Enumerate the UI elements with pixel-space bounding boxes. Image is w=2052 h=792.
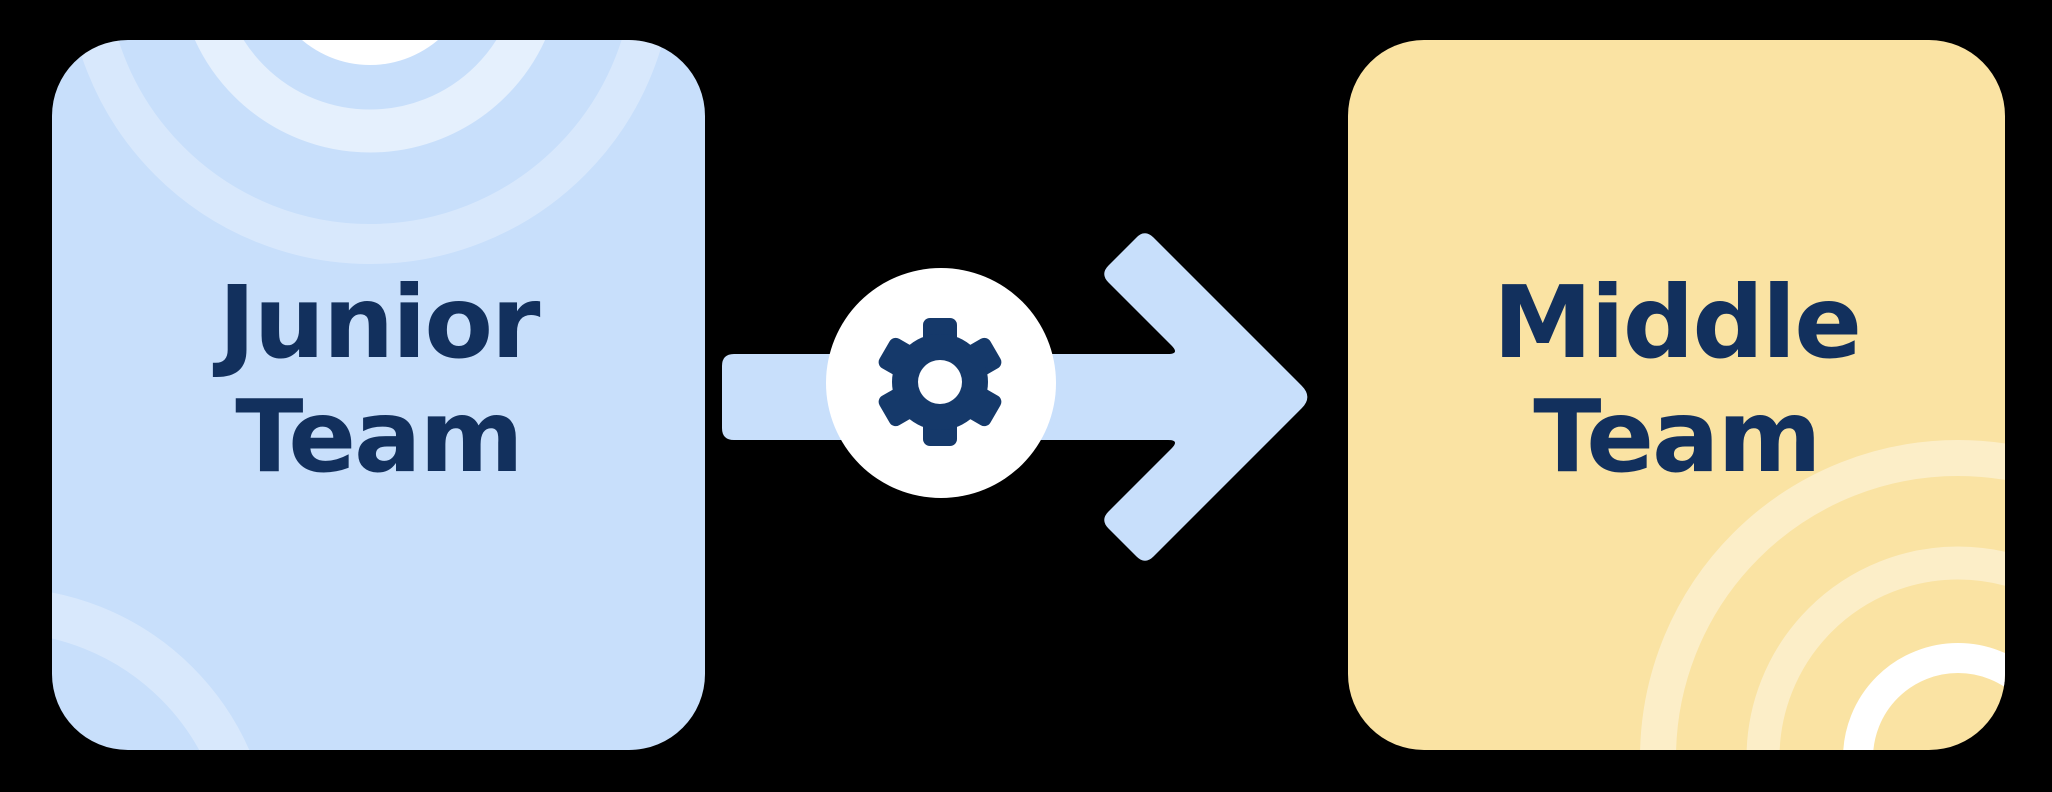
middle-team-label: Middle Team [1348,266,2005,494]
junior-team-label-line2: Team [235,378,523,495]
middle-team-label-line2: Team [1533,378,1821,495]
gear-hole [918,360,962,404]
middle-team-label-line1: Middle [1492,264,1862,381]
gear-icon [878,318,1002,446]
junior-team-label: Junior Team [52,266,705,494]
junior-team-label-line1: Junior [218,264,541,381]
middle-team-card: Middle Team [1348,40,2005,750]
